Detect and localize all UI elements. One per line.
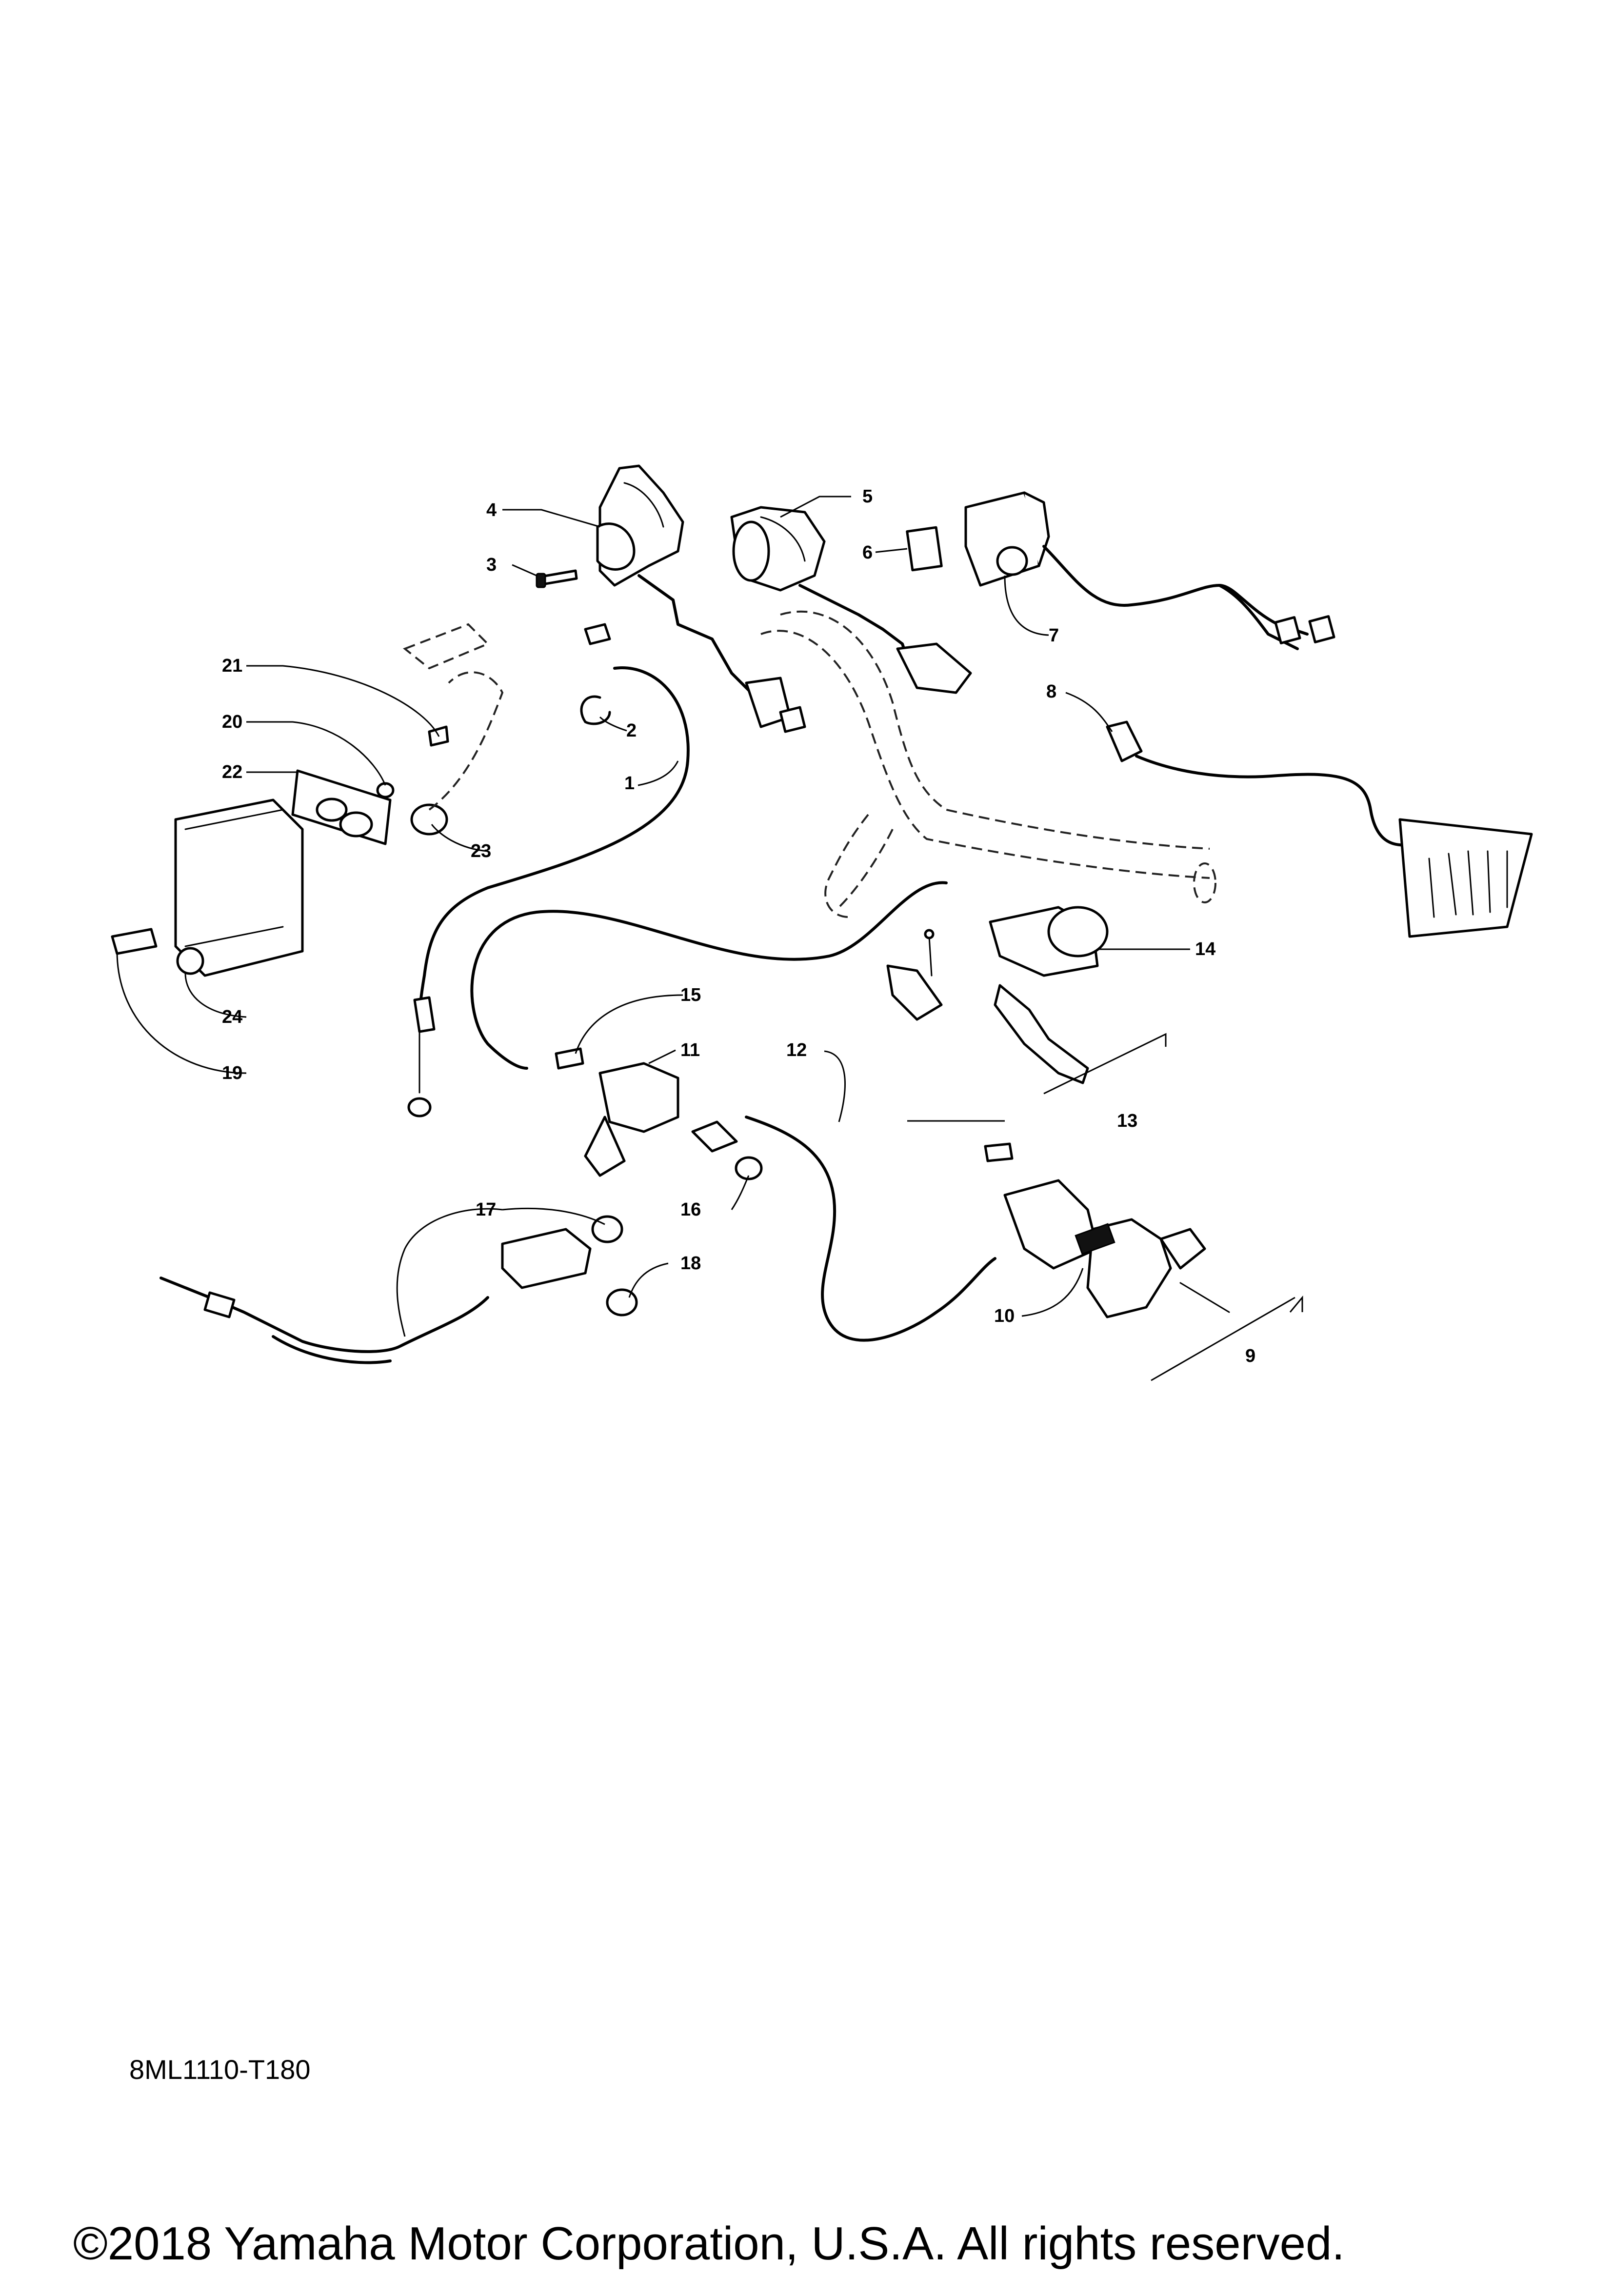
callout-11: 11 [680,1040,700,1060]
brake-switch [555,1047,763,1180]
callout-2: 2 [626,720,637,741]
callout-23: 23 [471,841,491,861]
copyright-notice: ©2018 Yamaha Motor Corporation, U.S.A. A… [73,2217,1345,2270]
callout-8: 8 [1046,681,1056,702]
clip-2 [580,695,611,725]
callout-1: 1 [624,773,635,794]
left-switch-housing [596,464,806,733]
brake-line-12 [470,881,996,1342]
callout-4: 4 [486,500,497,520]
callout-20: 20 [222,712,242,732]
callout-16: 16 [680,1199,701,1220]
drawing-code: 8ML1110-T180 [129,2054,311,2085]
callout-3: 3 [486,555,497,575]
callout-24: 24 [222,1007,242,1027]
callout-13: 13 [1117,1111,1137,1131]
callout-14: 14 [1195,939,1215,959]
brake-cable-1 [407,623,690,1118]
callout-labels: 1 2 3 4 5 6 7 8 9 10 11 12 13 14 15 16 1… [222,486,1255,1366]
callout-5: 5 [862,486,873,507]
caliper-bracket [984,1142,1230,1318]
leader-lines [116,496,1303,1381]
callout-7: 7 [1049,625,1059,646]
handlebar-phantom [760,610,1216,918]
callout-19: 19 [222,1063,242,1083]
callout-9: 9 [1245,1346,1255,1366]
throttle-body-plate [111,623,504,977]
heater-element [1106,720,1533,938]
screw-3 [536,569,578,588]
callout-12: 12 [786,1040,807,1060]
callout-10: 10 [994,1306,1015,1326]
brake-master-cylinder [886,906,1109,1084]
callout-15: 15 [680,985,701,1005]
callout-18: 18 [680,1253,701,1274]
callout-6: 6 [862,542,873,563]
callout-21: 21 [222,656,242,676]
throttle-cable-assembly [159,1215,638,1364]
decal-6 [906,526,943,572]
warmer-switch [964,491,1335,650]
callout-22: 22 [222,762,242,782]
callout-17: 17 [476,1199,496,1220]
throttle-housing [730,506,972,694]
